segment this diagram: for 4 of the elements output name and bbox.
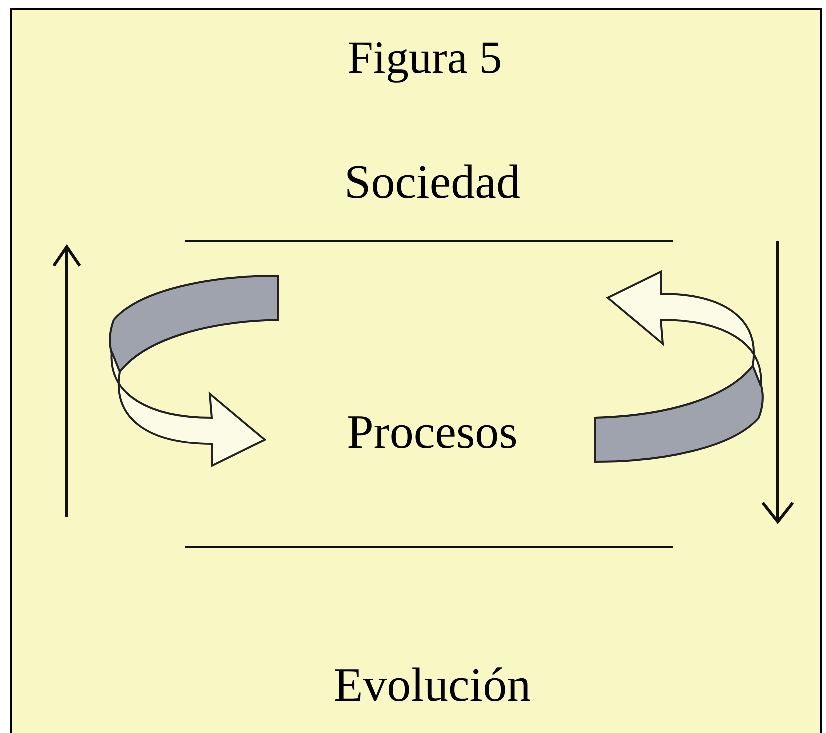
text-label: Evolución bbox=[332, 658, 532, 714]
text-label: Sociedad bbox=[344, 155, 522, 211]
text-label: Procesos bbox=[346, 405, 519, 461]
figure-title: Figura 5 bbox=[346, 31, 504, 85]
